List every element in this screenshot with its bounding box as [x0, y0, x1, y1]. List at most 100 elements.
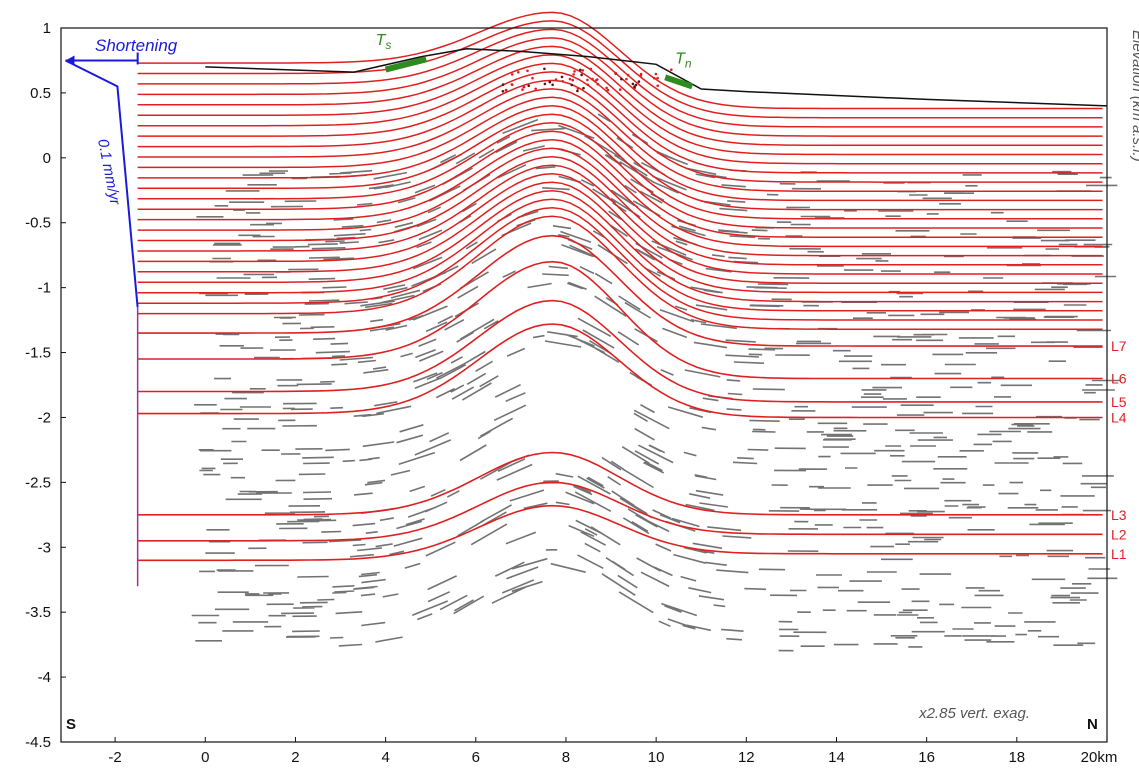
y-tick-label: -4 [38, 669, 51, 686]
event-dot [591, 77, 594, 81]
event-dot [501, 90, 505, 93]
x-tick-label: 2 [291, 749, 299, 766]
x-tick-label: 12 [738, 749, 755, 766]
event-dot [581, 69, 585, 72]
x-tick-label: 6 [472, 749, 480, 766]
horizon-l7-label: L7 [1111, 338, 1127, 354]
event-dot [631, 82, 635, 86]
model-horizon-line [137, 147, 1103, 257]
event-dot [543, 67, 546, 71]
north-label: N [1087, 716, 1098, 733]
model-horizon-line [137, 156, 1103, 266]
model-horizon-line [137, 139, 1103, 248]
horizon-l4-label: L4 [1111, 409, 1127, 425]
terrace-n-mark [664, 74, 694, 90]
model-horizon-line [137, 113, 1103, 220]
event-dot [543, 82, 547, 86]
event-dot [626, 73, 630, 77]
vert-exag-note: x2.85 vert. exag. [918, 705, 1030, 722]
event-dot [560, 75, 564, 79]
topography-line [205, 48, 1108, 107]
terrace-s-mark [384, 56, 427, 73]
x-tick-label: 18 [1008, 749, 1025, 766]
horizon-l4-line [137, 323, 1103, 419]
model-horizon-line [137, 88, 1103, 192]
shortening-rate-label: 0.1 mm/yr [94, 138, 124, 208]
x-tick-label: 0 [201, 749, 209, 766]
model-horizon-line [137, 122, 1103, 229]
horizon-l5-label: L5 [1111, 394, 1127, 410]
model-horizon-line [137, 215, 1103, 330]
event-dot [614, 71, 617, 75]
event-dot [554, 78, 558, 81]
horizon-l1-line [137, 504, 1103, 562]
model-horizon-line [137, 54, 1103, 156]
model-horizon-line [137, 28, 1103, 128]
event-dot [596, 82, 600, 86]
x-tick-label: 8 [562, 749, 570, 766]
x-tick-label: 20km [1081, 749, 1118, 766]
horizon-l2-line [137, 481, 1103, 542]
event-dot [576, 89, 579, 93]
x-tick-label: -2 [108, 749, 121, 766]
event-dot [625, 77, 628, 81]
reflector-dashes [191, 113, 1121, 652]
event-dot [670, 68, 673, 71]
event-dot [504, 88, 508, 92]
model-horizon-line [137, 198, 1103, 312]
event-dot [656, 76, 659, 80]
x-tick-label: 4 [381, 749, 389, 766]
y-tick-label: -3.5 [25, 604, 51, 621]
event-dot [637, 80, 641, 83]
y-tick-label: -1 [38, 280, 51, 297]
south-label: S [66, 716, 76, 733]
horizon-l5-line [137, 299, 1103, 403]
event-dot [606, 88, 610, 92]
model-horizon-line [137, 173, 1103, 284]
model-horizon-line [137, 71, 1103, 174]
x-tick-label: 14 [828, 749, 845, 766]
event-dot [522, 85, 526, 89]
plot-frame [60, 27, 1108, 743]
event-dot [561, 80, 564, 83]
model-horizon-line [137, 45, 1103, 147]
event-dot [639, 72, 643, 76]
event-dot [579, 68, 582, 72]
model-horizon-line [137, 130, 1103, 238]
event-dot [526, 69, 529, 73]
horizon-l2-label: L2 [1111, 526, 1127, 542]
event-dot [571, 78, 574, 82]
y-tick-label: 1 [43, 20, 51, 37]
model-horizon-line [137, 206, 1103, 321]
event-dot [596, 78, 599, 81]
model-horizon-line [137, 37, 1103, 137]
event-dot [510, 83, 514, 86]
event-dot [618, 88, 622, 91]
event-dot [517, 71, 520, 74]
event-dot [572, 73, 575, 76]
y-tick-label: -3 [38, 539, 51, 556]
horizon-l3-label: L3 [1111, 507, 1127, 523]
terrace-s-label: Ts [376, 32, 392, 52]
event-dot [620, 77, 623, 81]
event-dot [501, 83, 505, 86]
terrace-n-label: Tn [675, 50, 692, 70]
y-axis-title: Elevation (km a.s.l.) [1129, 30, 1139, 162]
model-horizon-line [137, 190, 1103, 303]
model-horizon-line [137, 11, 1103, 110]
event-dot [531, 76, 534, 80]
seismic-reflectors [191, 113, 1121, 652]
event-dot [654, 72, 658, 76]
model-horizon-line [137, 181, 1103, 294]
event-dot [551, 83, 554, 87]
shortening-label: Shortening [95, 36, 178, 55]
horizon-l7-line [137, 234, 1103, 347]
event-dot [521, 88, 524, 91]
event-dot [527, 84, 530, 88]
x-tick-label: 16 [918, 749, 935, 766]
y-tick-label: -0.5 [25, 215, 51, 232]
velocity-profile-line [65, 59, 139, 308]
model-horizon-line [137, 105, 1103, 211]
y-tick-label: -2 [38, 409, 51, 426]
